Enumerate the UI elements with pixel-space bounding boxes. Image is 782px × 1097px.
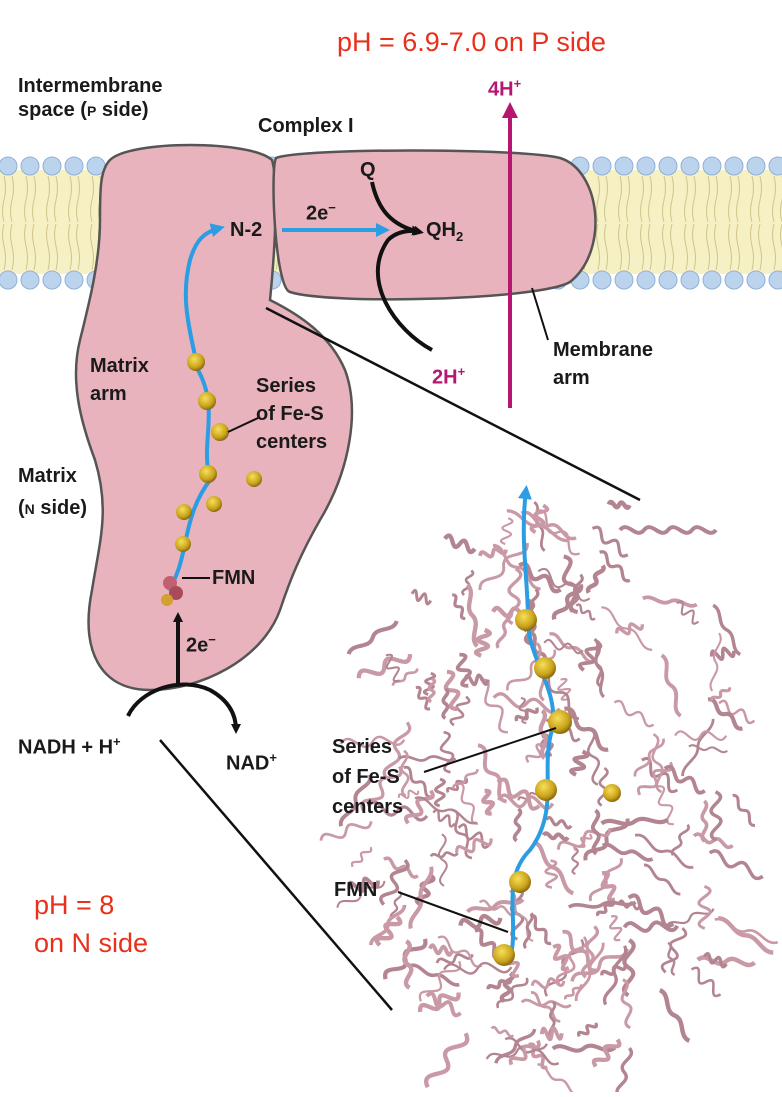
membrane-arm-pointer [532,288,548,340]
series-bottom-line1: Series [332,736,392,758]
nad-plus: + [269,750,277,765]
series-fes-bottom-label: Series of Fe-S centers [332,732,403,822]
nadh-arrow [128,684,236,730]
nadh-label: NADH + H+ [18,734,121,760]
intermembrane-label: Intermembrane space (P side) [18,74,163,122]
intermembrane-line2a: space ( [18,99,87,121]
matrix-line2b: side) [35,497,87,519]
series-top-line1: Series [256,375,316,397]
series-top-line2: of Fe-S [256,403,324,425]
complex-i-label: Complex I [258,114,354,138]
intermembrane-line1: Intermembrane [18,75,163,97]
nad-text: NAD [226,753,269,775]
nadh-text: NADH + H [18,737,113,759]
qh2-text: QH [426,219,456,241]
ph-n-side-label: pH = 8 on N side [34,886,148,962]
matrix-arm-label: Matrix arm [90,352,149,408]
fmn-bottom-label: FMN [334,878,377,902]
membrane-arm-line2: arm [553,367,590,389]
ph-n-line2: on N side [34,928,148,958]
2e-top-minus: − [328,200,336,215]
series-bottom-line2: of Fe-S [332,766,400,788]
2e-bottom-minus: − [208,632,216,647]
fmn-top-label: FMN [212,566,255,590]
series-bottom-line3: centers [332,796,403,818]
4h-text: 4H [488,79,514,101]
intermembrane-p: P [87,103,96,119]
2e-bottom-label: 2e− [186,632,216,658]
2h-plus: + [458,364,466,379]
ph-n-line1: pH = 8 [34,890,114,920]
matrix-n: N [25,501,35,517]
series-top-line3: centers [256,431,327,453]
2h-label: 2H+ [432,364,465,390]
series-fes-top-label: Series of Fe-S centers [256,372,327,456]
qh2-sub: 2 [456,229,463,244]
4h-plus: + [514,76,522,91]
matrix-n-side-label: Matrix (N side) [18,460,87,525]
nadh-plus: + [113,734,121,749]
nad-label: NAD+ [226,750,277,776]
q-label: Q [360,158,376,182]
n2-label: N-2 [230,218,262,242]
matrix-arm-line1: Matrix [90,355,149,377]
2h-text: 2H [432,367,458,389]
ph-p-side-label: pH = 6.9-7.0 on P side [337,26,606,58]
membrane-arm-line1: Membrane [553,339,653,361]
2e-top-text: 2e [306,203,328,225]
membrane-arm-label: Membrane arm [553,336,653,392]
matrix-line1: Matrix [18,465,77,487]
2e-top-label: 2e− [306,200,336,226]
matrix-line2a: ( [18,497,25,519]
matrix-arm-line2: arm [90,383,127,405]
4h-label: 4H+ [488,76,521,102]
intermembrane-line2b: side) [96,99,148,121]
2e-bottom-text: 2e [186,635,208,657]
qh2-label: QH2 [426,218,463,245]
